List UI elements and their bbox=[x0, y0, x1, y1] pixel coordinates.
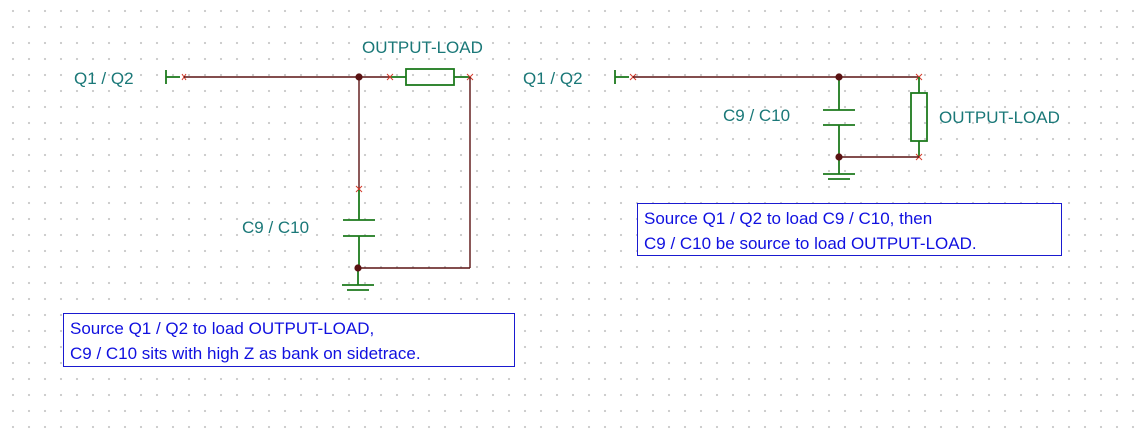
right-note-box[interactable]: Source Q1 / Q2 to load C9 / C10, then C9… bbox=[637, 203, 1062, 256]
right-capacitor[interactable] bbox=[823, 77, 855, 157]
left-junction-bottom bbox=[354, 264, 362, 272]
left-junction-top bbox=[355, 73, 363, 81]
left-load-resistor[interactable] bbox=[390, 68, 470, 86]
right-junction-bottom bbox=[835, 153, 843, 161]
right-note-line-1: Source Q1 / Q2 to load C9 / C10, then bbox=[644, 209, 933, 228]
left-note-line-2: C9 / C10 sits with high Z as bank on sid… bbox=[70, 344, 421, 363]
right-load-label: OUTPUT-LOAD bbox=[939, 108, 1060, 127]
left-cap-label: C9 / C10 bbox=[242, 218, 309, 237]
left-note-line-1: Source Q1 / Q2 to load OUTPUT-LOAD, bbox=[70, 319, 375, 338]
right-junction-top bbox=[835, 73, 843, 81]
right-load-resistor[interactable] bbox=[910, 77, 928, 157]
right-cap-label: C9 / C10 bbox=[723, 106, 790, 125]
left-note-box[interactable]: Source Q1 / Q2 to load OUTPUT-LOAD, C9 /… bbox=[63, 313, 515, 367]
left-circuit: Q1 / Q2 OUTPUT-LOAD C9 / C10 bbox=[74, 38, 483, 291]
left-load-pin-a-x bbox=[386, 73, 394, 81]
left-capacitor[interactable] bbox=[343, 190, 375, 268]
left-source-label: Q1 / Q2 bbox=[74, 69, 134, 88]
right-source-label: Q1 / Q2 bbox=[523, 69, 583, 88]
left-cap-pin-top-x bbox=[355, 185, 363, 193]
right-circuit: Q1 / Q2 OUTPUT-LOAD C9 / C10 bbox=[523, 69, 1060, 180]
right-note-line-2: C9 / C10 be source to load OUTPUT-LOAD. bbox=[644, 234, 977, 253]
left-load-label: OUTPUT-LOAD bbox=[362, 38, 483, 57]
